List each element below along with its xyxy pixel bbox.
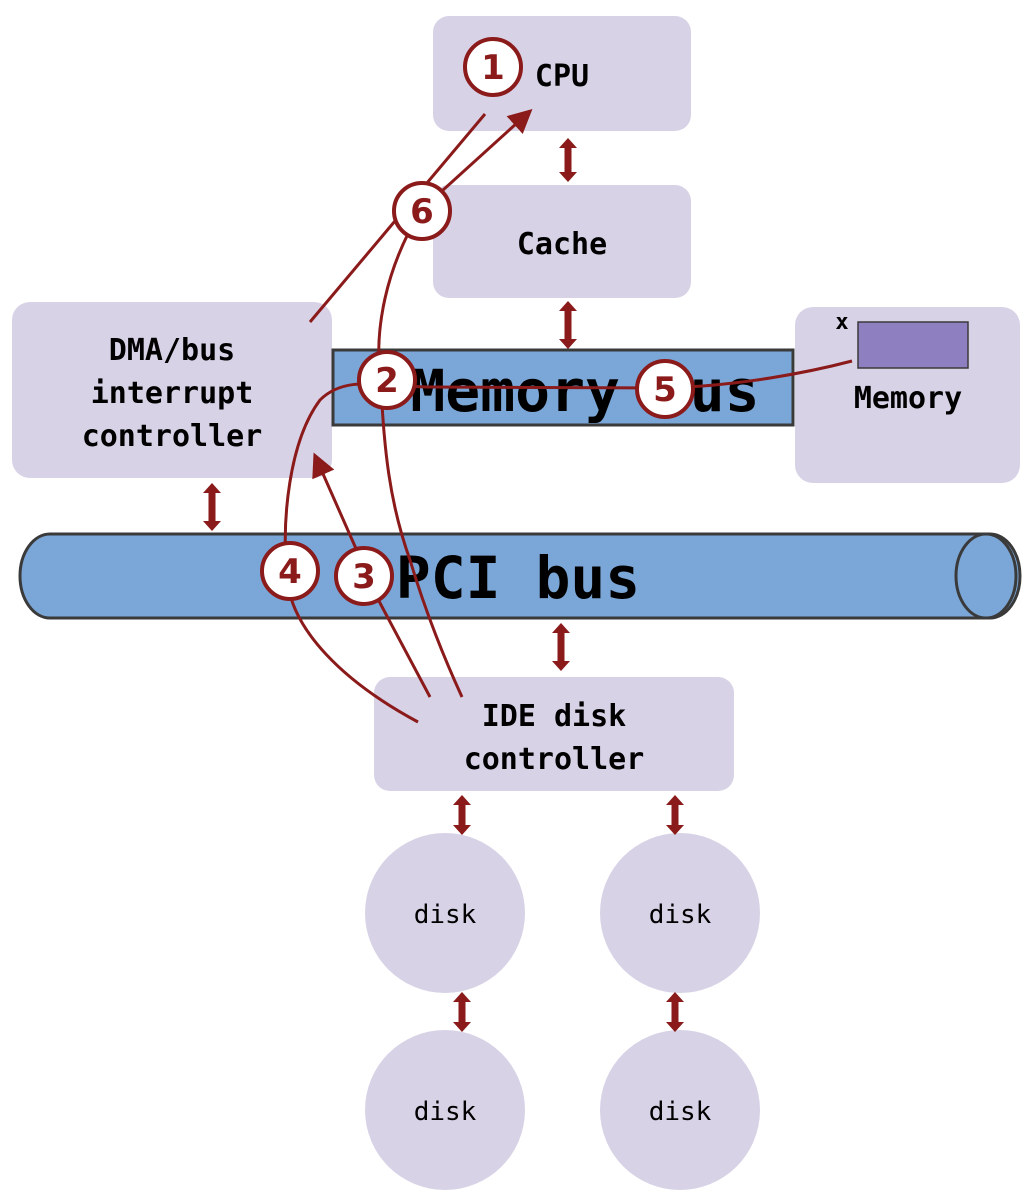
step-3-label: 3 xyxy=(352,557,376,597)
cpu-label: CPU xyxy=(535,59,589,94)
memory-variable-label: x xyxy=(835,310,848,335)
step-3-marker: 3 xyxy=(334,546,394,606)
dma-label-line3: controller xyxy=(82,419,263,454)
pci-bus-label: PCI bus xyxy=(396,544,640,612)
step-6-marker: 6 xyxy=(392,181,452,241)
disk-left-chain-arrow xyxy=(453,992,471,1032)
cache-box: Cache xyxy=(433,185,691,298)
flow-interrupt-to-cpu xyxy=(430,108,533,202)
disk-top-left: disk xyxy=(365,833,525,993)
disk-bottom-left: disk xyxy=(365,1030,525,1190)
step-4-marker: 4 xyxy=(260,541,320,601)
disk-bottom-right: disk xyxy=(600,1030,760,1190)
disk-label: disk xyxy=(649,1097,712,1127)
disk-right-chain-arrow xyxy=(666,992,684,1032)
ide-label-line1: IDE disk xyxy=(482,699,627,734)
step-2-marker: 2 xyxy=(357,350,417,410)
pci-bus-end-cap xyxy=(954,532,1018,620)
step-1-label: 1 xyxy=(481,48,505,88)
dma-label-line1: DMA/bus xyxy=(109,333,235,368)
step-2-label: 2 xyxy=(375,361,399,401)
disk-top-right: disk xyxy=(600,833,760,993)
cache-cpu-arrow xyxy=(559,138,577,182)
disk-label: disk xyxy=(414,1097,477,1127)
memory-cell-x xyxy=(857,321,969,369)
connector-arrows xyxy=(203,138,684,1032)
ide-disk-left-arrow xyxy=(453,795,471,835)
ide-controller-box: IDE disk controller xyxy=(374,677,734,791)
step-5-label: 5 xyxy=(653,370,677,410)
dma-pci-arrow xyxy=(203,483,221,531)
flow-ide-to-dma xyxy=(312,452,432,698)
memory-label: Memory xyxy=(854,381,962,416)
dma-label-line2: interrupt xyxy=(91,376,254,411)
step-6-label: 6 xyxy=(410,192,434,232)
disk-label: disk xyxy=(649,900,712,930)
step-5-marker: 5 xyxy=(635,359,695,419)
step-markers: 1 6 2 5 4 3 xyxy=(260,37,695,606)
flow-command-to-ide xyxy=(377,211,464,698)
pci-ide-arrow xyxy=(552,623,570,671)
dma-controller-box: DMA/bus interrupt controller xyxy=(12,302,332,478)
ide-label-line2: controller xyxy=(464,742,645,777)
memory-bus-label: Memory Bus xyxy=(410,357,759,425)
step-4-label: 4 xyxy=(278,552,302,592)
disk-label: disk xyxy=(414,900,477,930)
memory-box: x Memory xyxy=(795,307,1020,483)
ide-disk-right-arrow xyxy=(666,795,684,835)
pci-bus: PCI bus xyxy=(18,532,1022,620)
cache-membus-arrow xyxy=(559,301,577,349)
cache-label: Cache xyxy=(517,227,607,262)
step-1-marker: 1 xyxy=(463,37,523,97)
